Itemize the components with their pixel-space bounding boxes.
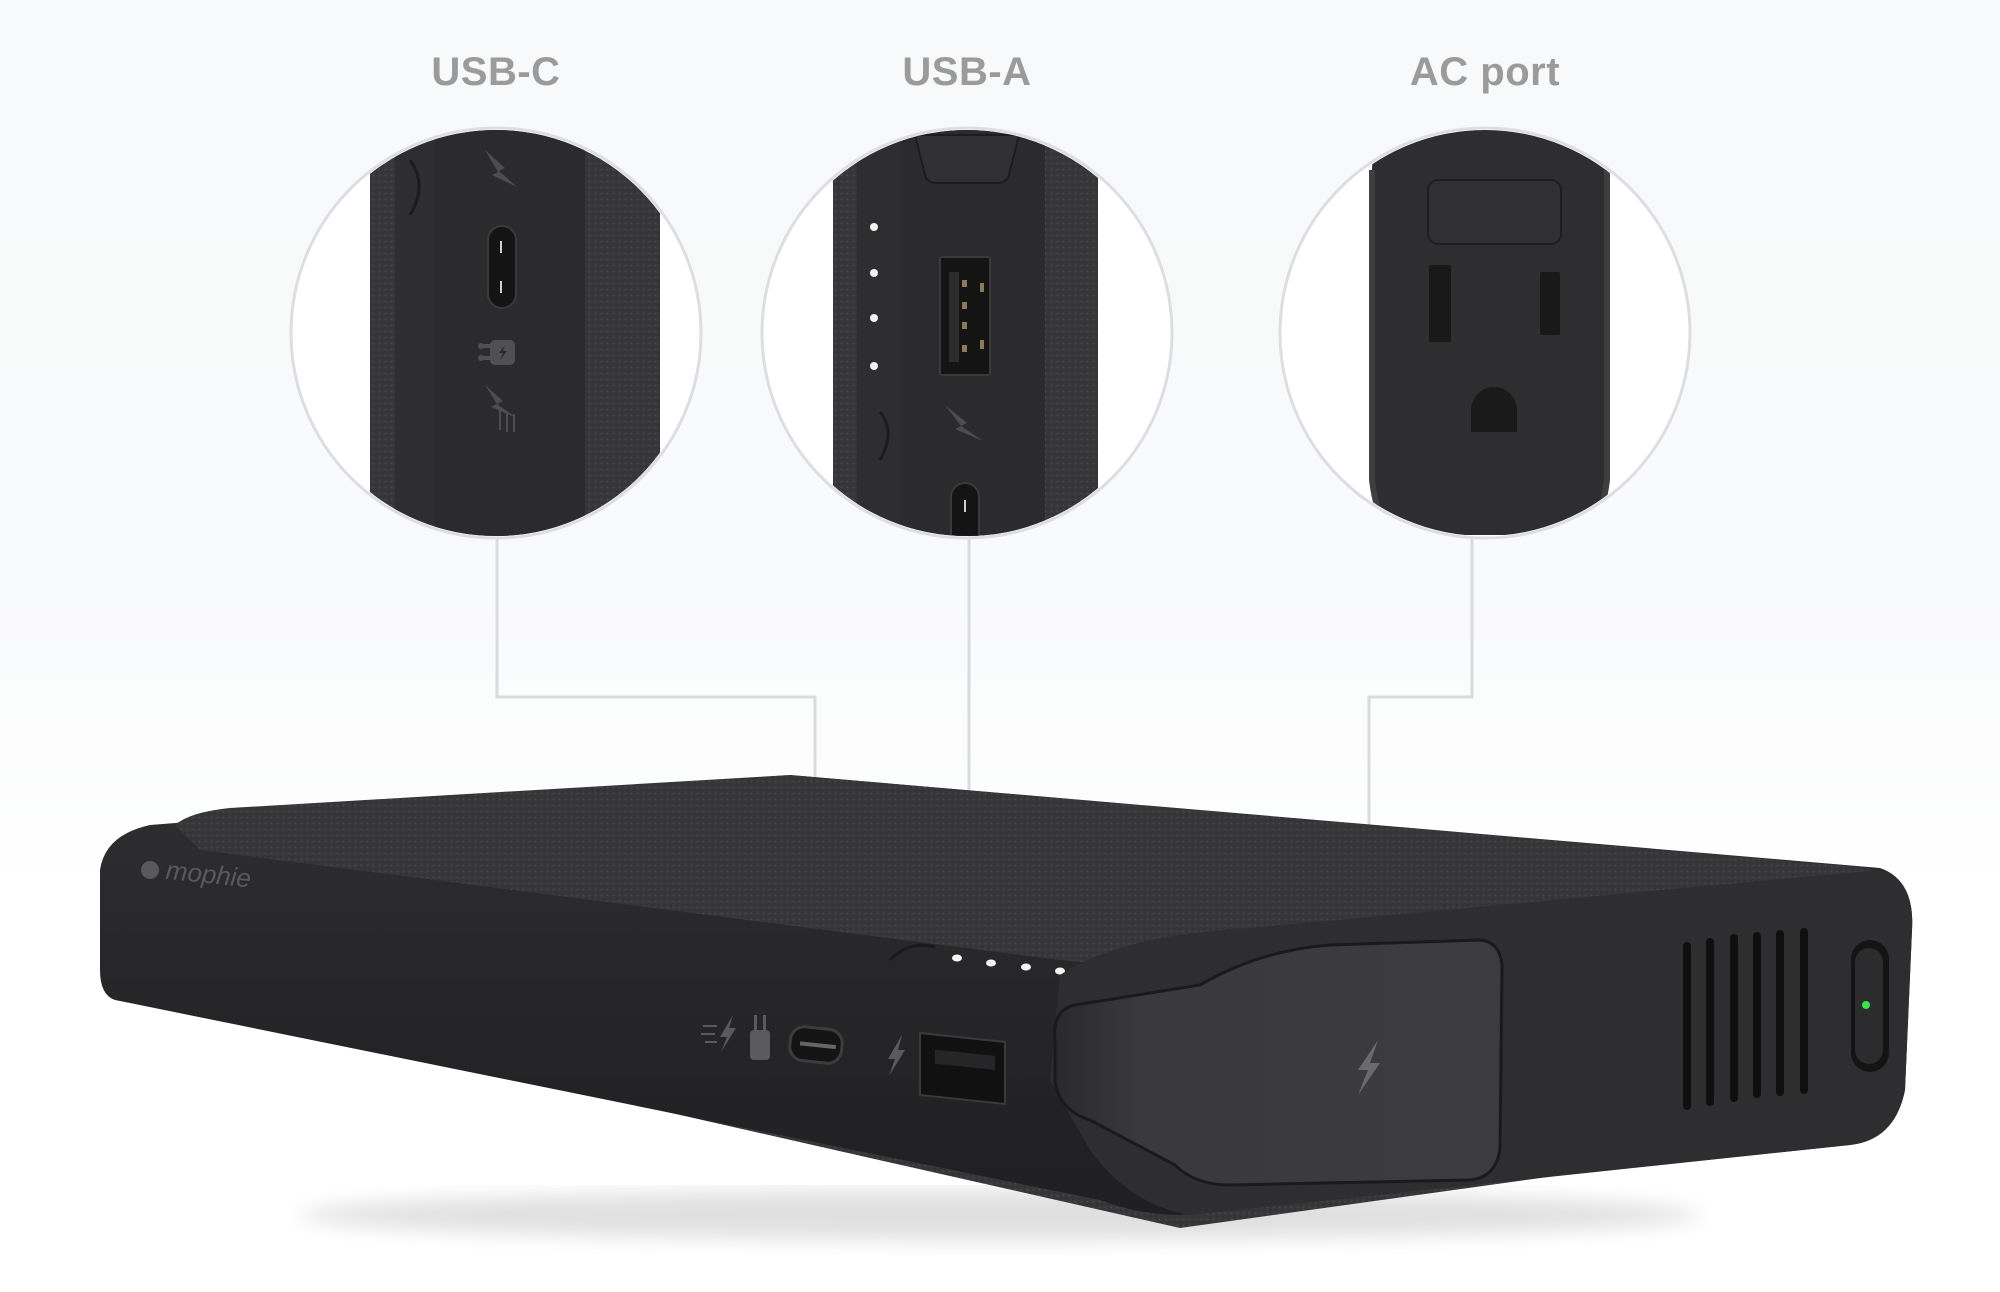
bolt-icon bbox=[945, 405, 983, 441]
bolt-icon bbox=[485, 150, 517, 187]
usb-c-zoom-circle bbox=[289, 126, 703, 540]
wall-plug-icon bbox=[478, 340, 515, 365]
led-button bbox=[888, 943, 936, 962]
power-bank-device: mophie bbox=[100, 775, 1913, 1240]
ac-outlet-cover bbox=[1053, 938, 1504, 1187]
fast-charge-icon bbox=[701, 1015, 736, 1052]
usb-a-port bbox=[919, 1031, 1006, 1106]
battery-led-indicators bbox=[870, 223, 878, 370]
usb-a-zoom-circle bbox=[760, 126, 1174, 540]
bolt-icon bbox=[1358, 1040, 1380, 1095]
fast-charge-icon bbox=[485, 385, 517, 432]
vent-slots bbox=[1683, 928, 1808, 1110]
ac-outlet-slots bbox=[1429, 265, 1560, 342]
ground-hole bbox=[1471, 387, 1517, 432]
battery-led-indicators bbox=[952, 954, 1065, 975]
power-button bbox=[878, 411, 890, 461]
usb-c-port bbox=[950, 482, 980, 536]
ac-port-label: AC port bbox=[1409, 50, 1561, 94]
usb-c-label: USB-C bbox=[431, 50, 561, 94]
ac-port-zoom-circle bbox=[1278, 126, 1692, 540]
usb-a-port bbox=[939, 256, 991, 376]
ac-outlet-cover bbox=[1427, 179, 1562, 245]
power-led bbox=[1862, 1001, 1870, 1009]
usb-a-label: USB-A bbox=[902, 50, 1032, 94]
power-button[interactable] bbox=[1851, 940, 1889, 1072]
usb-c-port bbox=[487, 225, 517, 309]
bolt-icon bbox=[888, 1035, 905, 1076]
wall-plug-icon bbox=[750, 1015, 770, 1060]
